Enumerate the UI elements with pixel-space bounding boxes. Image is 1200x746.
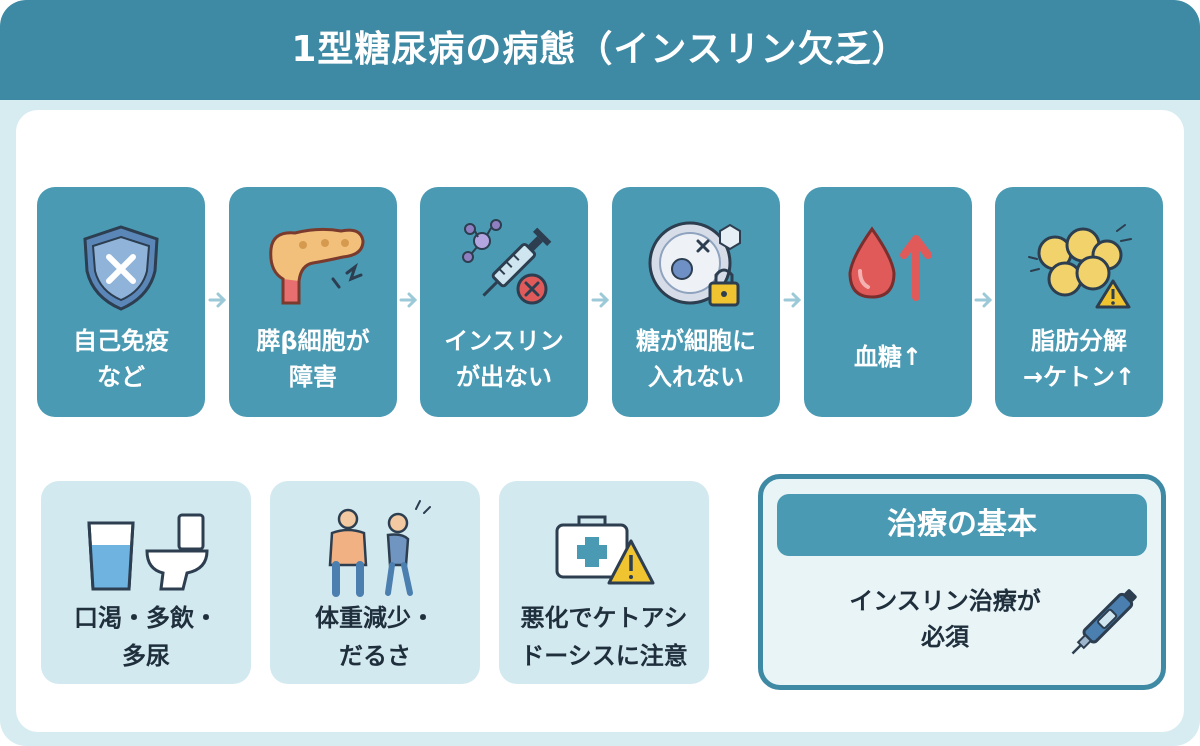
cell-locked-icon <box>648 221 741 307</box>
flow-step-label-line2: 入れない <box>648 363 744 391</box>
symptom-ketoacidosis-warning: 悪化でケトアシ ドーシスに注意 <box>499 481 709 684</box>
flow-step-label-line1: 自己免疫 <box>73 327 169 355</box>
pancreas-icon <box>269 227 365 305</box>
flow-step-label-line2: が出ない <box>456 363 552 391</box>
flow-step-label-line2: 障害 <box>289 363 337 391</box>
flow-step-label-line2: など <box>97 363 145 391</box>
treatment-body-line2: 必須 <box>921 623 969 651</box>
water-toilet-icon <box>87 513 209 591</box>
fat-cells-warning-icon <box>1028 224 1132 309</box>
flow-step-no-insulin: インスリン が出ない <box>420 187 588 417</box>
flow-step-lipolysis-ketones: 脂肪分解 →ケトン↑ <box>995 187 1163 417</box>
insulin-pen-icon <box>1071 589 1137 655</box>
shield-x-icon <box>83 225 159 311</box>
page-title: 1型糖尿病の病態（インスリン欠乏） <box>291 29 909 70</box>
flow-step-beta-cell-damage: 膵β細胞が 障害 <box>229 187 397 417</box>
symptom-weight-loss-fatigue: 体重減少・ だるさ <box>270 481 480 684</box>
symptom-label-line1: 体重減少・ <box>315 604 435 632</box>
chevron-right-icon <box>208 292 227 308</box>
treatment-box: 治療の基本 インスリン治療が 必須 <box>758 474 1166 690</box>
syringe-blocked-icon <box>462 219 552 305</box>
symptom-label-line2: 多尿 <box>122 642 170 670</box>
flow-step-autoimmune: 自己免疫 など <box>37 187 205 417</box>
flow-step-label-line1: 糖が細胞に <box>636 327 756 355</box>
symptom-label-line2: だるさ <box>339 642 411 670</box>
symptom-thirst-polyuria: 口渇・多飲・ 多尿 <box>41 481 251 684</box>
first-aid-warning-icon <box>555 515 655 585</box>
treatment-body: インスリン治療が 必須 <box>825 583 1065 655</box>
symptom-label-line2: ドーシスに注意 <box>520 642 688 670</box>
symptom-label-line1: 口渇・多飲・ <box>74 604 218 632</box>
flow-step-label-line1: 膵β細胞が <box>256 327 370 355</box>
symptom-label-line1: 悪化でケトアシ <box>520 604 688 632</box>
chevron-right-icon <box>591 292 610 308</box>
flow-step-blood-glucose-up: 血糖↑ <box>804 187 972 417</box>
flow-step-label-line1: 血糖↑ <box>853 343 923 371</box>
header-bar <box>0 0 1200 100</box>
weight-loss-fatigue-icon <box>328 500 431 597</box>
chevron-right-icon <box>783 292 802 308</box>
flow-step-label-line1: 脂肪分解 <box>1031 327 1127 355</box>
chevron-right-icon <box>399 292 418 308</box>
blood-drop-up-icon <box>848 226 932 301</box>
chevron-right-icon <box>974 292 993 308</box>
treatment-body-line1: インスリン治療が <box>849 587 1041 615</box>
flow-step-label-line2: →ケトン↑ <box>1022 363 1136 391</box>
flow-step-glucose-blocked: 糖が細胞に 入れない <box>612 187 780 417</box>
treatment-heading: 治療の基本 <box>777 494 1147 556</box>
flow-step-label-line1: インスリン <box>444 327 564 355</box>
